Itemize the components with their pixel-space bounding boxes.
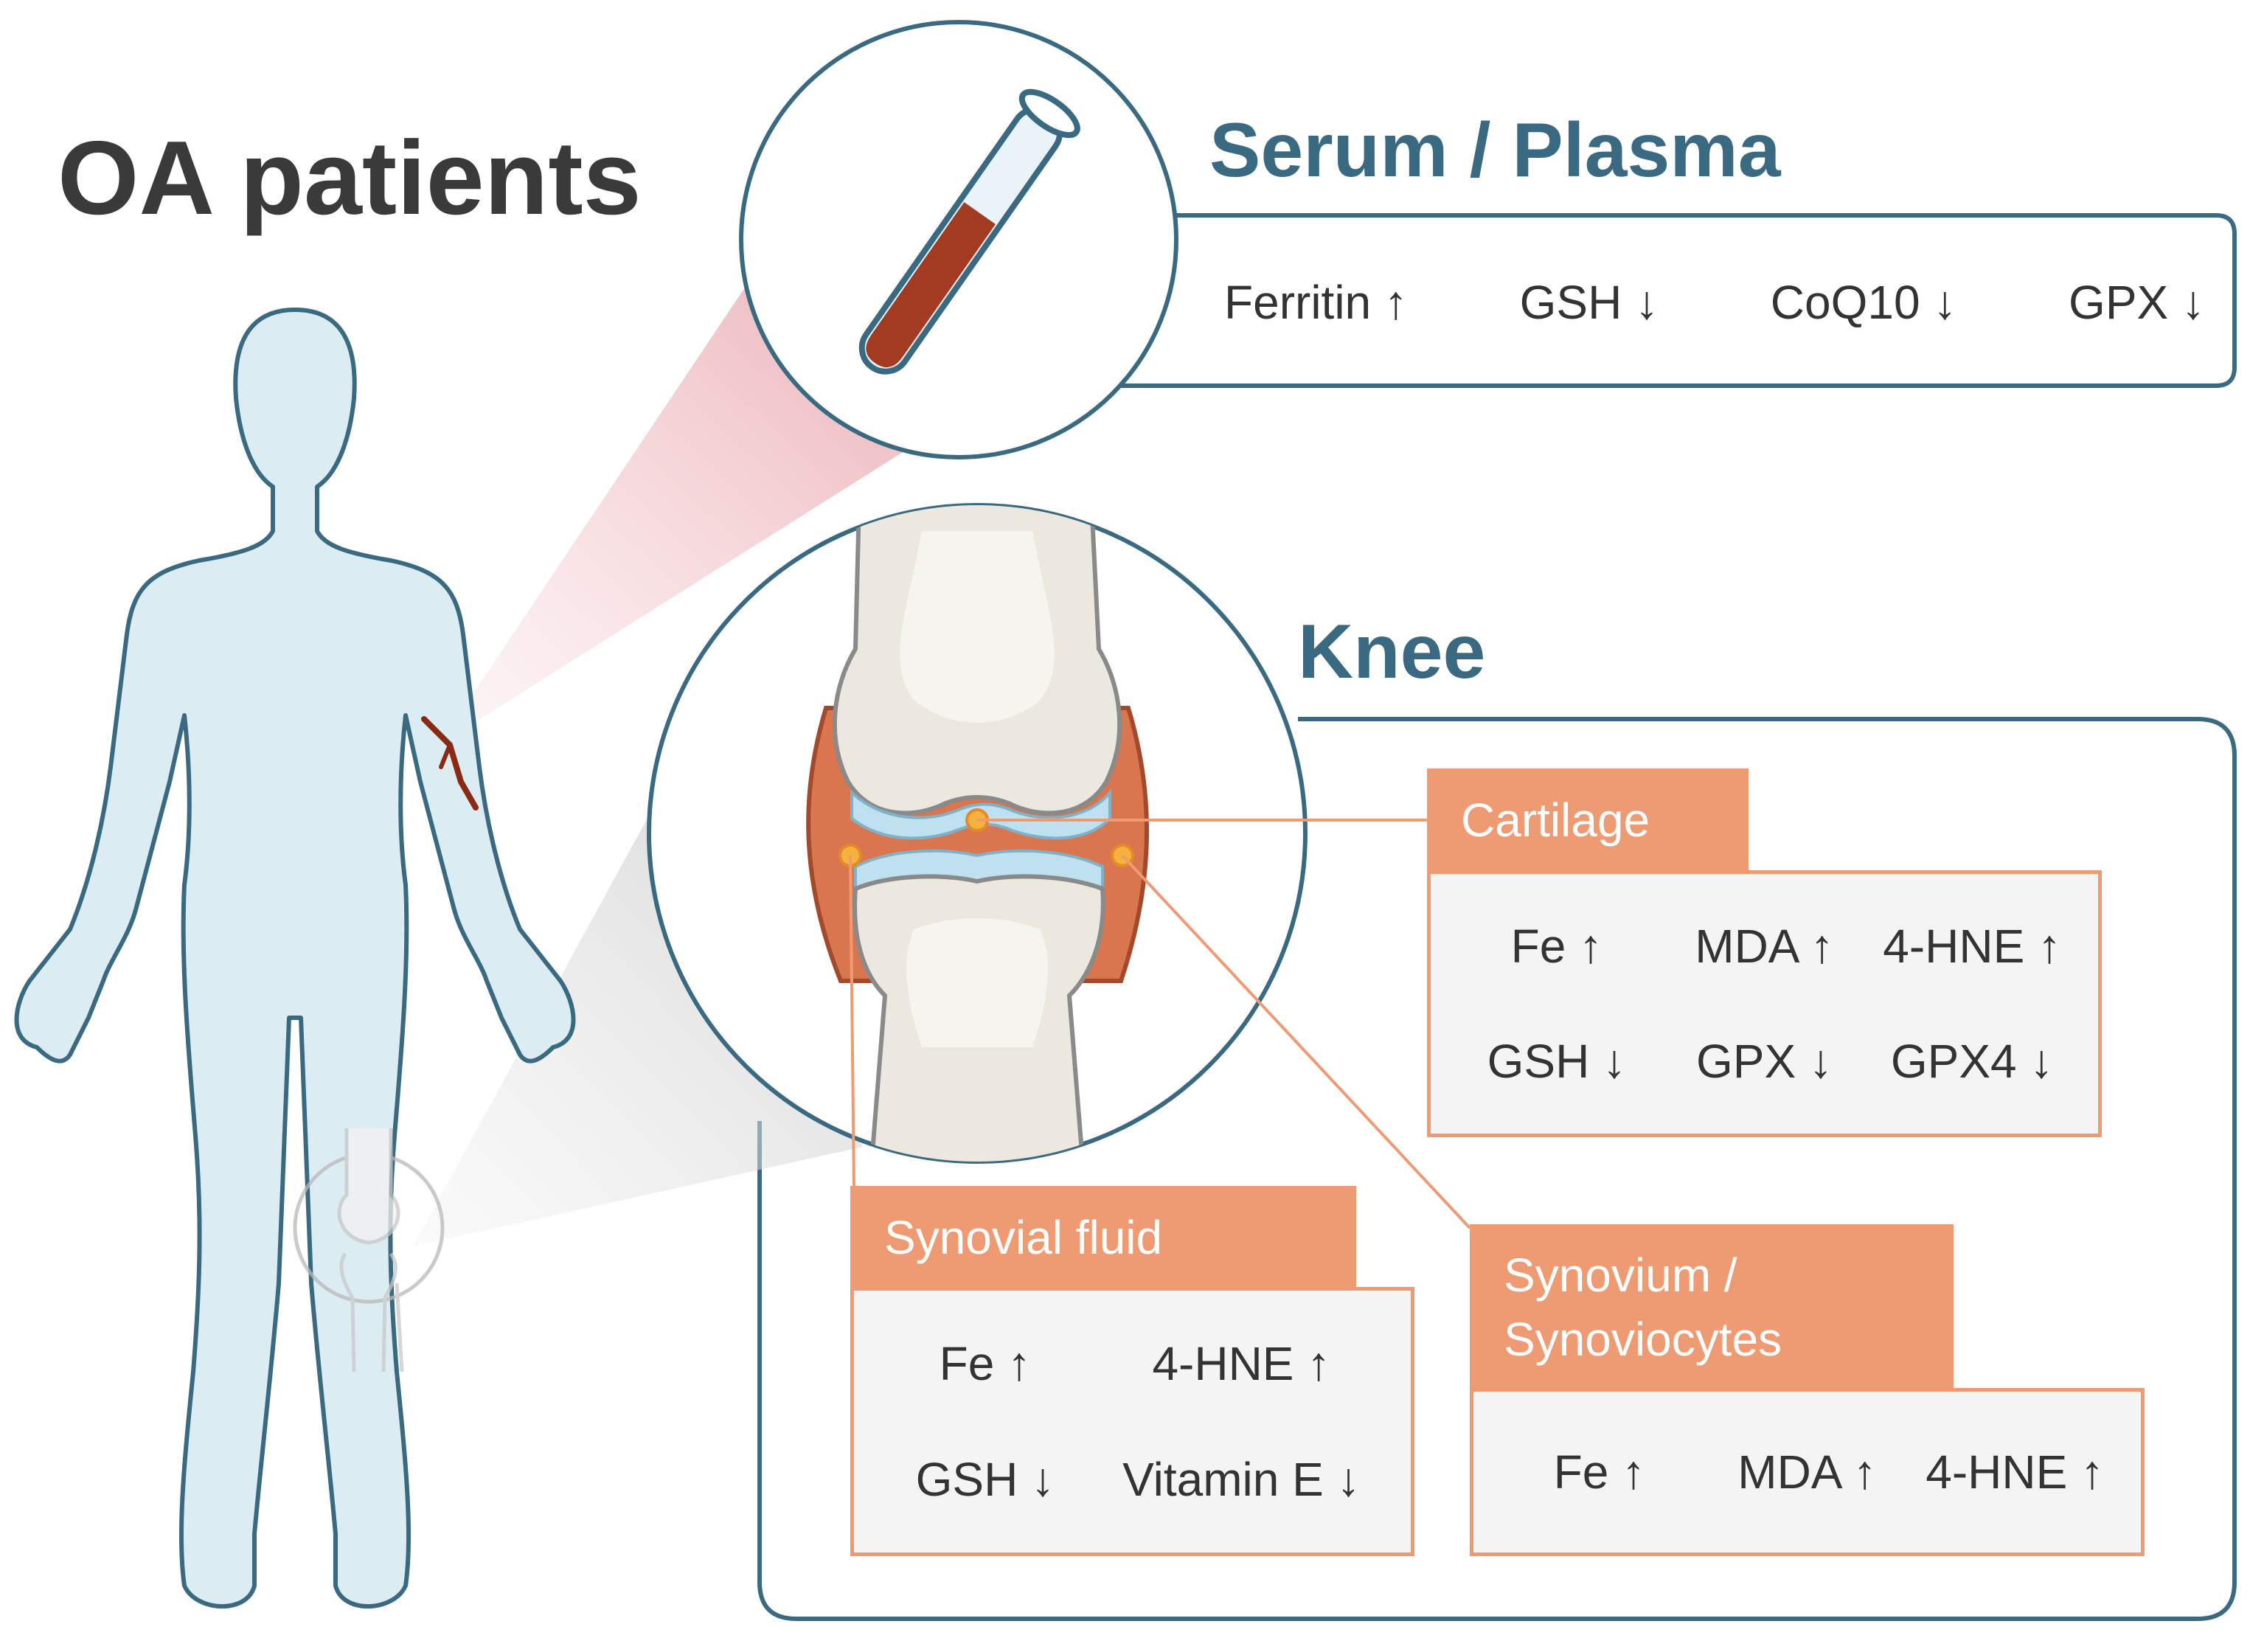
serum-marker: GPX ↓ <box>2069 276 2205 329</box>
synovial-fluid-label: Synovial fluid <box>850 1186 1356 1289</box>
synovium-label: Synovium / Synoviocytes <box>1470 1224 1954 1390</box>
synovial-fluid-marker: Vitamin E ↓ <box>1122 1453 1361 1507</box>
knee-joint-illustration <box>806 505 1149 1162</box>
serum-title: Serum / Plasma <box>1209 108 1781 193</box>
human-body <box>14 308 576 1609</box>
synovial-fluid-markers: Fe ↑ 4-HNE ↑ GSH ↓ Vitamin E ↓ <box>850 1287 1414 1556</box>
page-title: OA patients <box>58 119 642 237</box>
synovial-fluid-connector <box>849 855 855 1188</box>
synovium-connector <box>1121 854 1471 1229</box>
knee-panel-outline <box>757 717 2237 1621</box>
synovial-fluid-marker: 4-HNE ↑ <box>1152 1336 1331 1390</box>
cartilage-markers: Fe ↑ MDA ↑ 4-HNE ↑ GSH ↓ GPX ↓ GPX4 ↓ <box>1427 870 2102 1137</box>
synovial-fluid-marker: GSH ↓ <box>915 1453 1055 1507</box>
cartilage-marker: MDA ↑ <box>1695 920 1834 973</box>
synovium-markers: Fe ↑ MDA ↑ 4-HNE ↑ <box>1470 1388 2145 1556</box>
arm-vein <box>421 716 479 811</box>
cartilage-label: Cartilage <box>1427 768 1749 872</box>
synovium-marker: 4-HNE ↑ <box>1926 1446 2105 1499</box>
serum-panel-outline <box>1114 213 2237 388</box>
serum-marker-row: Ferritin ↑ GSH ↓ CoQ10 ↓ GPX ↓ <box>1224 266 2205 339</box>
synovium-marker: MDA ↑ <box>1737 1446 1877 1499</box>
serum-marker: Ferritin ↑ <box>1224 276 1408 329</box>
knee-zoom-beam <box>413 782 863 1246</box>
cartilage-marker: Fe ↑ <box>1510 920 1603 973</box>
serum-marker: GSH ↓ <box>1519 276 1659 329</box>
cartilage-marker: GSH ↓ <box>1487 1035 1627 1088</box>
cartilage-marker: GPX4 ↓ <box>1890 1035 2054 1088</box>
leg-knee-ghost <box>293 1128 445 1372</box>
serum-marker: CoQ10 ↓ <box>1770 276 1957 329</box>
synovial-fluid-marker: Fe ↑ <box>939 1336 1032 1390</box>
cartilage-marker: GPX ↓ <box>1696 1035 1833 1088</box>
synovium-marker: Fe ↑ <box>1553 1446 1646 1499</box>
test-tube-icon <box>858 88 1080 375</box>
knee-title: Knee <box>1298 609 1486 695</box>
cartilage-marker: 4-HNE ↑ <box>1883 920 2062 973</box>
blood-draw-beam <box>439 288 918 745</box>
